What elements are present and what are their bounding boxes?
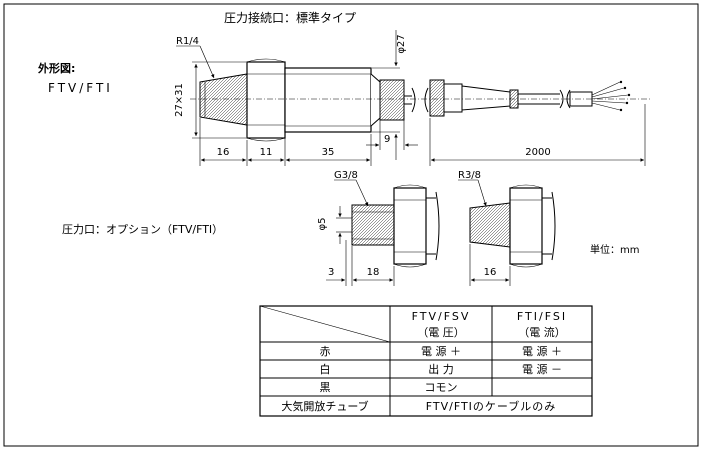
unit-label: 単位：mm [590, 243, 639, 256]
header-col1-line1: FTV/FSV [412, 310, 471, 323]
body-dia-label: φ27 [396, 34, 407, 53]
option-port-g38: G3/8 φ5 3 18 [317, 170, 440, 286]
row-label-black: 黒 [320, 381, 331, 394]
wiring-table: FTV/FSV （電 圧） FTI/FSI （電 流） 赤 電 源 ＋ 電 源 … [259, 305, 593, 417]
row-white-col1: 出 力 [428, 362, 454, 376]
option-label: 圧力口：オプション（FTV/FTI） [62, 223, 223, 236]
thread-r14 [199, 73, 248, 126]
port-dia-label: φ5 [317, 218, 328, 231]
title: 圧力接続口：標準タイプ [224, 10, 356, 25]
hex-body [246, 61, 286, 139]
dim-35: 35 [322, 147, 335, 158]
row-vent-tube-merged: FTV/FTIのケーブルのみ [426, 399, 557, 413]
row-white-col2: 電 源 － [522, 362, 562, 376]
row-label-red: 赤 [320, 345, 331, 358]
header-col1-line2: （電 圧） [417, 326, 465, 339]
dim-11: 11 [260, 147, 273, 158]
cable-gland [379, 79, 405, 121]
thread-label-r14: R1/4 [176, 36, 199, 47]
model-label: FTV/FTI [48, 81, 113, 95]
row-black-col1: コモン [425, 381, 458, 394]
header-col2-line1: FTI/FSI [517, 310, 567, 323]
row-red-col1: 電 源 ＋ [421, 344, 461, 358]
dim-16: 16 [217, 147, 230, 158]
thread-label-g38: G3/8 [334, 170, 358, 181]
thread-label-r38: R3/8 [458, 170, 481, 181]
outline-label: 外形図: [37, 61, 75, 75]
row-red-col2: 電 源 ＋ [522, 344, 562, 358]
row-label-white: 白 [320, 362, 331, 376]
option-port-r38: R3/8 16 [458, 170, 556, 286]
hex-size-label: 27×31 [174, 83, 185, 117]
dim-16-r38: 16 [484, 267, 497, 278]
dim-9: 9 [384, 134, 390, 145]
dim-18: 18 [367, 267, 380, 278]
header-col2-line2: （電 流） [518, 325, 566, 339]
outer-border [3, 3, 699, 447]
row-label-vent-tube: 大気開放チューブ [281, 399, 368, 413]
dim-3: 3 [328, 267, 334, 278]
standard-sensor [190, 58, 650, 142]
main-body [284, 67, 372, 133]
standard-dimensions: R1/4 27×31 φ27 16 11 35 9 2 [174, 30, 646, 166]
cable-length-label: 2000 [525, 147, 550, 158]
